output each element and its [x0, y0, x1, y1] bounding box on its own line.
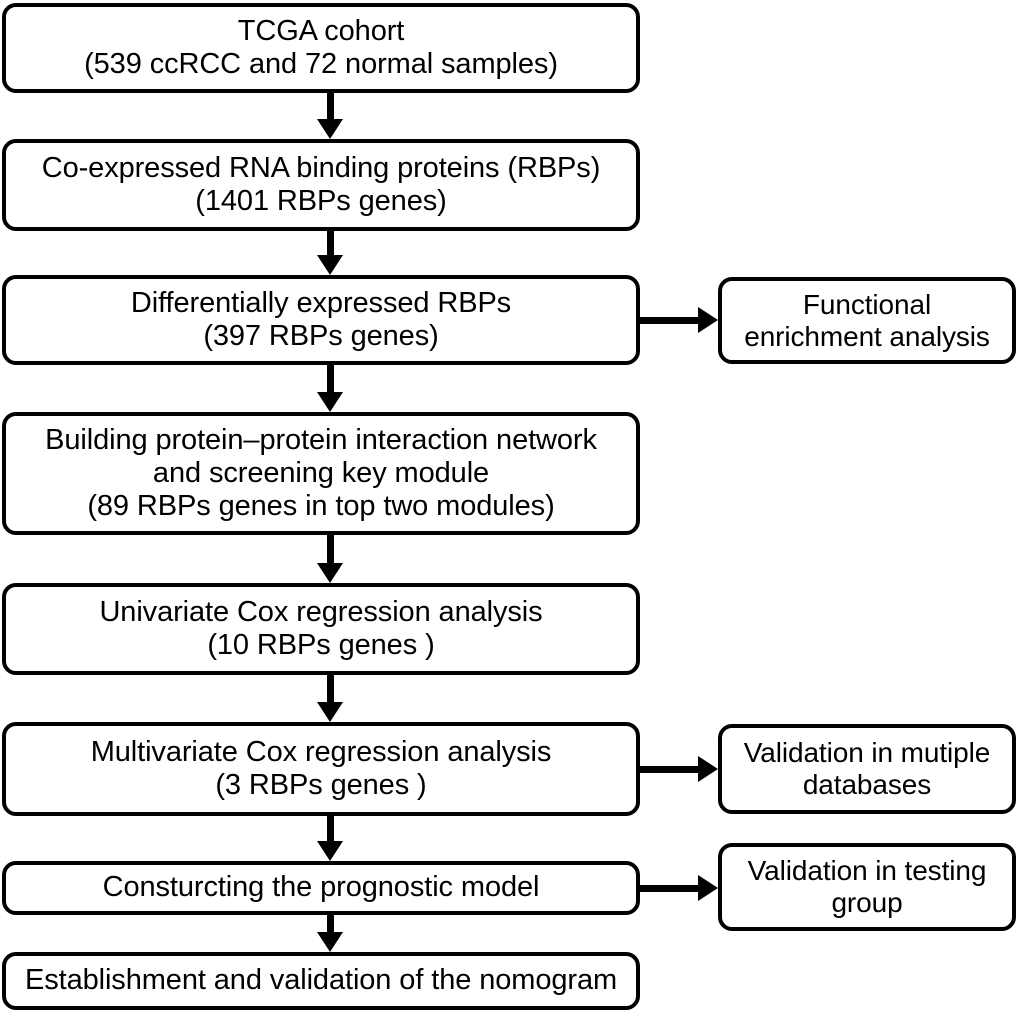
node-validation-databases-line1: Validation in mutiple — [743, 737, 991, 769]
node-differentially-expressed-rbps: Differentially expressed RBPs (397 RBPs … — [2, 275, 640, 365]
node-tcga-cohort-line2: (539 ccRCC and 72 normal samples) — [84, 48, 558, 80]
node-validation-testing-group-line2: group — [831, 887, 903, 918]
node-ppi-network-line2: and screening key module — [152, 456, 490, 489]
arrow-shaft — [638, 885, 700, 892]
node-co-expressed-rbps-line2: (1401 RBPs genes) — [195, 185, 447, 217]
arrow-head-down-icon — [317, 841, 343, 861]
node-nomogram: Establishment and validation of the nomo… — [2, 952, 640, 1010]
connector-model-to-validation-testing-group — [638, 875, 718, 901]
node-functional-enrichment-line2: enrichment analysis — [744, 320, 990, 352]
node-nomogram-line1: Establishment and validation of the nomo… — [24, 964, 618, 997]
arrow-shaft — [327, 93, 334, 121]
node-differentially-expressed-rbps-line1: Differentially expressed RBPs — [130, 286, 512, 319]
node-functional-enrichment-line1: Functional — [802, 288, 932, 320]
arrow-head-down-icon — [317, 119, 343, 139]
node-ppi-network-line3: (89 RBPs genes in top two modules) — [87, 490, 555, 523]
node-ppi-network-line1: Building protein–protein interaction net… — [45, 423, 597, 456]
node-multivariate-cox-line2: (3 RBPs genes ) — [215, 769, 427, 801]
connector-tcga-to-coexpressed — [317, 93, 343, 139]
node-co-expressed-rbps: Co-expressed RNA binding proteins (RBPs)… — [2, 139, 640, 231]
node-multivariate-cox: Multivariate Cox regression analysis (3 … — [2, 722, 640, 816]
arrow-head-down-icon — [317, 255, 343, 275]
node-multivariate-cox-line1: Multivariate Cox regression analysis — [90, 735, 552, 768]
arrow-shaft — [638, 317, 700, 324]
arrow-shaft — [327, 231, 334, 257]
arrow-head-down-icon — [317, 563, 343, 583]
node-validation-testing-group-line1: Validation in testing — [747, 855, 987, 887]
node-univariate-cox-line1: Univariate Cox regression analysis — [99, 595, 543, 628]
arrow-head-right-icon — [698, 756, 718, 782]
arrow-shaft — [327, 535, 334, 565]
node-validation-databases: Validation in mutiple databases — [718, 724, 1016, 814]
arrow-shaft — [327, 675, 334, 704]
node-validation-databases-line2: databases — [802, 769, 932, 800]
connector-model-to-nomogram — [317, 915, 343, 952]
node-univariate-cox-line2: (10 RBPs genes ) — [207, 629, 435, 661]
arrow-shaft — [327, 816, 334, 843]
arrow-shaft — [327, 915, 334, 937]
connector-coexpressed-to-deg — [317, 231, 343, 275]
arrow-head-right-icon — [698, 875, 718, 901]
connector-univariate-to-multivariate — [317, 675, 343, 722]
arrow-head-down-icon — [317, 702, 343, 722]
node-co-expressed-rbps-line1: Co-expressed RNA binding proteins (RBPs) — [41, 151, 601, 184]
node-functional-enrichment: Functional enrichment analysis — [718, 277, 1016, 364]
node-prognostic-model: Consturcting the prognostic model — [2, 861, 640, 915]
node-univariate-cox: Univariate Cox regression analysis (10 R… — [2, 583, 640, 675]
arrow-head-down-icon — [317, 932, 343, 952]
arrow-head-right-icon — [698, 307, 718, 333]
connector-multivariate-to-model — [317, 816, 343, 861]
arrow-shaft — [327, 365, 334, 394]
node-validation-testing-group: Validation in testing group — [718, 843, 1016, 931]
node-prognostic-model-line1: Consturcting the prognostic model — [102, 871, 540, 904]
connector-deg-to-functional-enrichment — [638, 307, 718, 333]
node-ppi-network: Building protein–protein interaction net… — [2, 412, 640, 535]
node-tcga-cohort: TCGA cohort (539 ccRCC and 72 normal sam… — [2, 3, 640, 93]
arrow-head-down-icon — [317, 392, 343, 412]
connector-multivariate-to-validation-databases — [638, 756, 718, 782]
connector-ppi-to-univariate — [317, 535, 343, 583]
connector-deg-to-ppi — [317, 365, 343, 412]
node-differentially-expressed-rbps-line2: (397 RBPs genes) — [203, 320, 439, 352]
arrow-shaft — [638, 766, 700, 773]
node-tcga-cohort-line1: TCGA cohort — [237, 14, 405, 47]
